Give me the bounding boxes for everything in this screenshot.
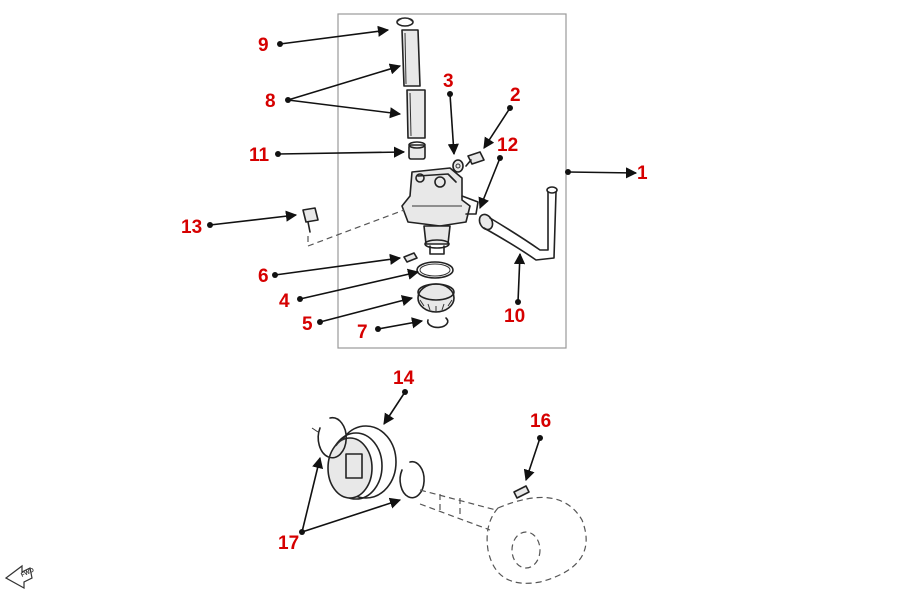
leader-lines	[207, 25, 638, 535]
callout-8: 8	[265, 91, 276, 112]
callout-13: 13	[181, 217, 202, 238]
callout-6: 6	[258, 266, 269, 287]
part-pulley	[327, 425, 397, 500]
callout-11: 11	[249, 145, 270, 166]
part-collar	[408, 141, 426, 160]
callout-10: 10	[504, 306, 525, 327]
part-pump-body	[401, 167, 479, 255]
callout-12: 12	[497, 135, 518, 156]
part-clip	[396, 17, 414, 27]
assembly-frame	[337, 13, 567, 349]
fwd-label: FWD	[20, 567, 36, 578]
part-pin	[403, 252, 418, 263]
part-washer	[452, 159, 464, 173]
callout-3: 3	[443, 71, 454, 92]
part-hose-upper	[401, 29, 421, 87]
callout-7: 7	[357, 322, 368, 343]
part-key	[513, 485, 530, 499]
part-o-ring	[416, 261, 454, 279]
forward-arrow-icon: FWD	[4, 564, 36, 590]
callout-1: 1	[637, 163, 648, 184]
part-shaft	[419, 489, 587, 584]
part-bolt	[302, 207, 405, 247]
part-gear	[417, 283, 455, 313]
callout-16: 16	[530, 411, 551, 432]
part-circlip	[426, 317, 449, 329]
callout-14: 14	[393, 368, 415, 389]
part-bolt-small	[465, 151, 485, 167]
callout-9: 9	[258, 35, 269, 56]
part-hose-bent	[483, 186, 558, 261]
part-hose-lower	[406, 89, 426, 139]
part-circlip-left	[311, 416, 347, 459]
part-circlip-right	[399, 460, 425, 499]
callout-4: 4	[279, 291, 290, 312]
callout-17: 17	[278, 533, 299, 554]
callout-5: 5	[302, 314, 313, 335]
callout-2: 2	[510, 85, 521, 106]
